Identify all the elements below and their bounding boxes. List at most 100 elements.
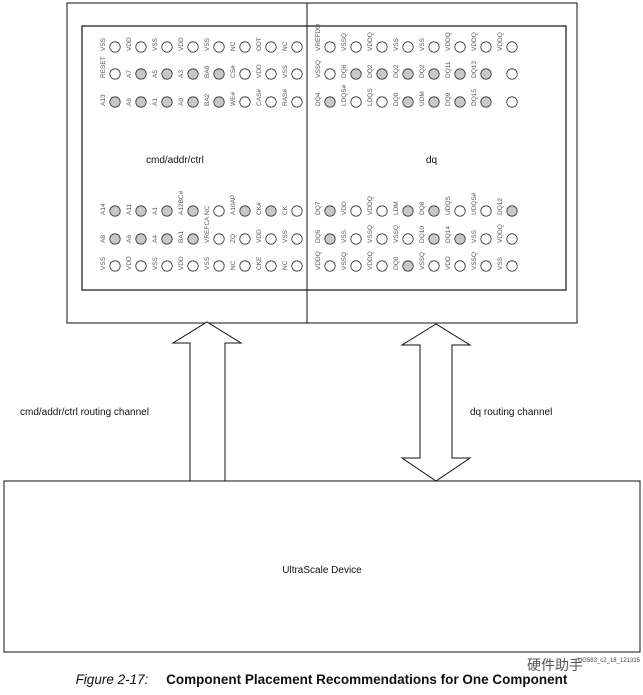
pin-label: RAS# bbox=[282, 89, 289, 106]
pin-group-top-right: VREFDQVSSQDQ4VSSQDQ6LDQS#VDDQDQ2LDQSVSSD… bbox=[315, 24, 518, 108]
pin-label: NC bbox=[230, 260, 237, 270]
pin bbox=[291, 260, 303, 272]
pin bbox=[187, 205, 199, 217]
pin-label: A0 bbox=[178, 98, 185, 106]
pin bbox=[109, 68, 121, 80]
pin bbox=[265, 96, 277, 108]
pin bbox=[402, 68, 414, 80]
pin bbox=[480, 260, 492, 272]
pin bbox=[161, 96, 173, 108]
pin bbox=[350, 41, 362, 53]
pin bbox=[161, 233, 173, 245]
pin bbox=[109, 260, 121, 272]
region-label-dq: dq bbox=[426, 155, 437, 166]
pin bbox=[265, 41, 277, 53]
ultrascale-device bbox=[3, 480, 641, 653]
pin-label: VDDQ bbox=[445, 32, 452, 51]
pin-label: A10AP bbox=[230, 195, 237, 215]
pin-label: NC bbox=[282, 41, 289, 51]
pin-label: LDQS bbox=[367, 88, 374, 106]
pin bbox=[109, 205, 121, 217]
pin bbox=[428, 41, 440, 53]
caption-number: Figure 2-17: bbox=[75, 672, 149, 687]
pin-label: DQ0 bbox=[393, 92, 400, 106]
pin-label: A12BC# bbox=[178, 190, 185, 215]
pin bbox=[402, 41, 414, 53]
pin bbox=[324, 41, 336, 53]
pin-label: VSS bbox=[282, 229, 289, 243]
pin-label: VSS bbox=[282, 64, 289, 78]
pin-label: A1 bbox=[152, 207, 159, 215]
pin bbox=[109, 233, 121, 245]
pin bbox=[109, 96, 121, 108]
pin bbox=[187, 41, 199, 53]
pin-label: VSS bbox=[204, 37, 211, 51]
pin bbox=[480, 41, 492, 53]
pin bbox=[428, 233, 440, 245]
pin-label: A14 bbox=[100, 203, 107, 215]
pin-label: VSS bbox=[393, 37, 400, 51]
pin bbox=[291, 68, 303, 80]
pin bbox=[402, 260, 414, 272]
pin-label: CS# bbox=[230, 65, 237, 78]
pin-label: VSS bbox=[471, 229, 478, 243]
pin bbox=[324, 96, 336, 108]
pin-label: VDDQ bbox=[367, 32, 374, 51]
pin-label: VDDQ bbox=[497, 32, 504, 51]
pin-label: DQ12 bbox=[497, 198, 504, 215]
pin bbox=[239, 68, 251, 80]
pin bbox=[376, 260, 388, 272]
pin-group-bottom-left: A14A8VSSA11A6VDDA1A4VSSA12BC#BA1VDDNCVRE… bbox=[100, 190, 303, 272]
pin-label: BA2 bbox=[204, 93, 211, 106]
pin bbox=[376, 41, 388, 53]
pin-label: VSSQ bbox=[341, 252, 348, 270]
pin bbox=[213, 205, 225, 217]
pin bbox=[239, 96, 251, 108]
pin bbox=[350, 205, 362, 217]
pin-label: VDDQ bbox=[471, 32, 478, 51]
pin-label: DQ13 bbox=[471, 61, 478, 78]
pin bbox=[324, 205, 336, 217]
pin bbox=[291, 233, 303, 245]
pin bbox=[402, 205, 414, 217]
pin bbox=[265, 68, 277, 80]
pin bbox=[291, 96, 303, 108]
pin bbox=[161, 41, 173, 53]
pin bbox=[187, 68, 199, 80]
pin bbox=[506, 96, 518, 108]
pin-label: VDD bbox=[256, 229, 263, 243]
pin-label: RESET bbox=[100, 56, 107, 78]
pin bbox=[454, 41, 466, 53]
cmd-routing-label: cmd/addr/ctrl routing channel bbox=[20, 407, 149, 418]
pin-label: VDD bbox=[178, 37, 185, 51]
pin-group-top-left: VSSRESETA13VDDA7A9VSSA5A1VDDA3A0VSSBA0BA… bbox=[100, 37, 303, 108]
pin bbox=[506, 233, 518, 245]
pin-label: UDM bbox=[419, 91, 426, 106]
pin-label: A4 bbox=[152, 235, 159, 243]
pin-label: LDQS# bbox=[341, 84, 348, 106]
component-outline-right bbox=[306, 2, 578, 324]
pin bbox=[350, 68, 362, 80]
pin bbox=[135, 41, 147, 53]
pin-label: VREFCA bbox=[204, 216, 211, 243]
pin bbox=[350, 260, 362, 272]
pin-label: UDQS# bbox=[471, 192, 478, 215]
pin-label: ODT bbox=[256, 37, 263, 51]
pin-label: VDDQ bbox=[367, 196, 374, 215]
pin bbox=[376, 68, 388, 80]
pin-label: A9 bbox=[126, 98, 133, 106]
pin-label: DQ2 bbox=[419, 64, 426, 78]
pin-label: VREFDQ bbox=[315, 24, 322, 51]
pin-label: VSSQ bbox=[471, 252, 478, 270]
pin-label: DQ6 bbox=[341, 64, 348, 78]
pin-label: A7 bbox=[126, 70, 133, 78]
pin bbox=[454, 205, 466, 217]
pin-label: VSSQ bbox=[367, 225, 374, 243]
pin bbox=[454, 260, 466, 272]
pin bbox=[428, 205, 440, 217]
pin-label: VSSQ bbox=[419, 252, 426, 270]
pin bbox=[428, 68, 440, 80]
pin-label: VDDQ bbox=[315, 251, 322, 270]
pin-label: CAS# bbox=[256, 89, 263, 106]
pin-label: A11 bbox=[126, 204, 133, 215]
